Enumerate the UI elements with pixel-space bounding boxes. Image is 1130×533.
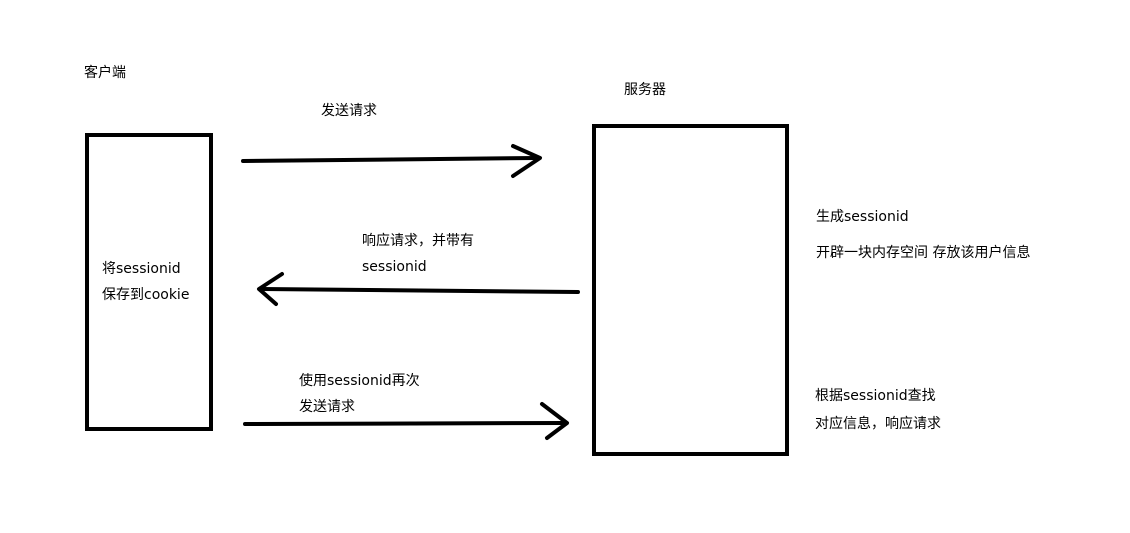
- reuse-request-line2: 发送请求: [299, 399, 355, 415]
- reuse-request-label: 使用sessionid再次 发送请求: [299, 368, 420, 420]
- client-note: 将sessionid 保存到cookie: [102, 256, 189, 308]
- server-note-generate-line1: 生成sessionid: [816, 209, 909, 225]
- arrow-response: [257, 272, 580, 306]
- response-label: 响应请求，并带有 sessionid: [362, 228, 474, 280]
- server-note-lookup-line2: 对应信息，响应请求: [815, 416, 941, 432]
- client-note-line2: 保存到cookie: [102, 287, 190, 303]
- response-label-line2: sessionid: [362, 259, 427, 275]
- client-title: 客户端: [84, 65, 126, 81]
- client-box: [85, 133, 213, 431]
- client-note-line1: 将sessionid: [102, 261, 181, 277]
- reuse-request-line1: 使用sessionid再次: [299, 373, 420, 389]
- server-note-lookup-line1: 根据sessionid查找: [815, 388, 936, 404]
- server-note-lookup: 根据sessionid查找 对应信息，响应请求: [815, 382, 941, 438]
- server-title: 服务器: [624, 82, 666, 98]
- arrow-reuse-request: [243, 402, 569, 440]
- server-box: [592, 124, 789, 456]
- server-note-generate: 生成sessionid 开辟一块内存空间 存放该用户信息: [816, 199, 1030, 271]
- send-request-label: 发送请求: [321, 103, 377, 119]
- server-note-generate-line2: 开辟一块内存空间 存放该用户信息: [816, 245, 1031, 261]
- arrow-send-request: [241, 144, 542, 178]
- response-label-line1: 响应请求，并带有: [362, 233, 474, 249]
